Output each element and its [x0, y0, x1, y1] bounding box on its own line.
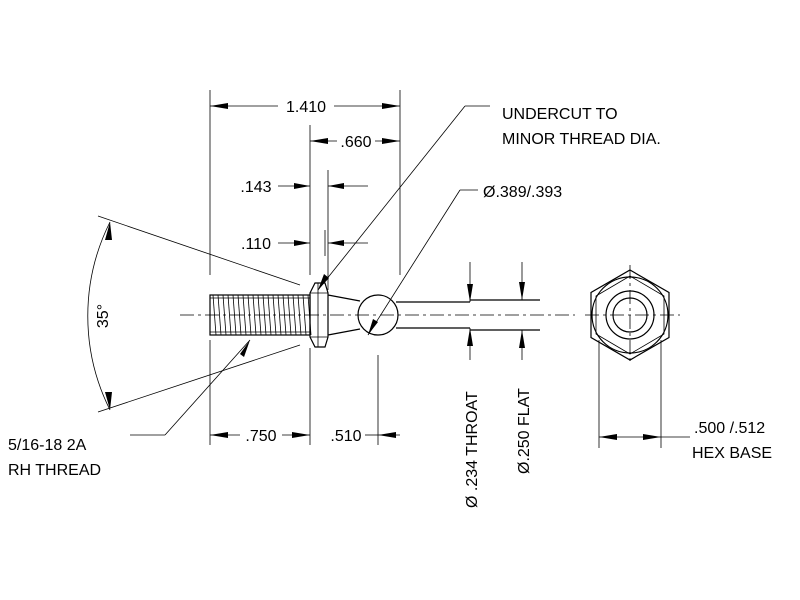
- dim-110: .110: [241, 230, 368, 256]
- undercut-leader: UNDERCUT TO MINOR THREAD DIA.: [317, 105, 661, 291]
- dim-throat: Ø .234 THROAT: [464, 262, 481, 508]
- undercut-note-line2: MINOR THREAD DIA.: [502, 131, 661, 148]
- dim-shoulder-b: .110: [241, 236, 271, 253]
- dim-flat: Ø.250 FLAT: [516, 262, 533, 474]
- hex-collar: [309, 282, 329, 348]
- flat-section: [470, 299, 540, 331]
- thread-line: [272, 294, 277, 336]
- hex-end-view: [590, 269, 670, 361]
- undercut-note-line1: UNDERCUT TO: [502, 106, 618, 123]
- neck-taper: [327, 294, 361, 336]
- dim-flat-label: Ø.250 FLAT: [516, 388, 533, 474]
- thread-line: [287, 294, 292, 336]
- ball: [357, 294, 399, 336]
- thread-line: [242, 294, 247, 336]
- thread-line: [267, 294, 272, 336]
- dim-shoulder-a: .143: [240, 179, 271, 196]
- thread-line: [227, 294, 232, 336]
- thread-line: [212, 294, 217, 336]
- thread-line: [282, 294, 287, 336]
- dim-throat-label: Ø .234 THROAT: [464, 391, 481, 508]
- thread-note-line2: RH THREAD: [8, 462, 101, 479]
- dim-hex-base: .500 /.512 HEX BASE: [598, 340, 772, 462]
- taper-angle: 35°: [95, 304, 112, 328]
- dim-510: .510: [330, 355, 400, 445]
- thread-line: [247, 294, 252, 336]
- angle-35: 35°: [87, 215, 301, 413]
- thread-line: [262, 294, 267, 336]
- thread-line: [222, 294, 227, 336]
- ball-dia-leader: Ø.389/.393: [367, 184, 562, 336]
- dim-neck-length: .660: [340, 134, 371, 151]
- thread-line: [302, 294, 307, 336]
- thread-note-line1: 5/16-18 2A: [8, 437, 87, 454]
- ball-shank: [396, 301, 470, 329]
- thread-line: [277, 294, 282, 336]
- dim-143: .143: [240, 170, 368, 290]
- hex-base-label: HEX BASE: [692, 445, 772, 462]
- thread-line: [297, 294, 302, 336]
- dim-overall-length: 1.410: [286, 99, 326, 116]
- dim-660: .660: [309, 125, 400, 275]
- thread-line: [252, 294, 257, 336]
- dim-750: .750: [209, 340, 311, 445]
- dim-thread-length: .750: [245, 428, 276, 445]
- dim-ball-offset: .510: [330, 428, 361, 445]
- thread-line: [292, 294, 297, 336]
- thread-leader: 5/16-18 2A RH THREAD: [8, 339, 251, 479]
- hex-base-value: .500 /.512: [694, 420, 765, 437]
- thread-line: [217, 294, 222, 336]
- thread-line: [257, 294, 262, 336]
- ball-diameter: Ø.389/.393: [483, 184, 562, 201]
- thread-line: [232, 294, 237, 336]
- dim-1410: 1.410: [209, 90, 401, 275]
- thread-line: [237, 294, 242, 336]
